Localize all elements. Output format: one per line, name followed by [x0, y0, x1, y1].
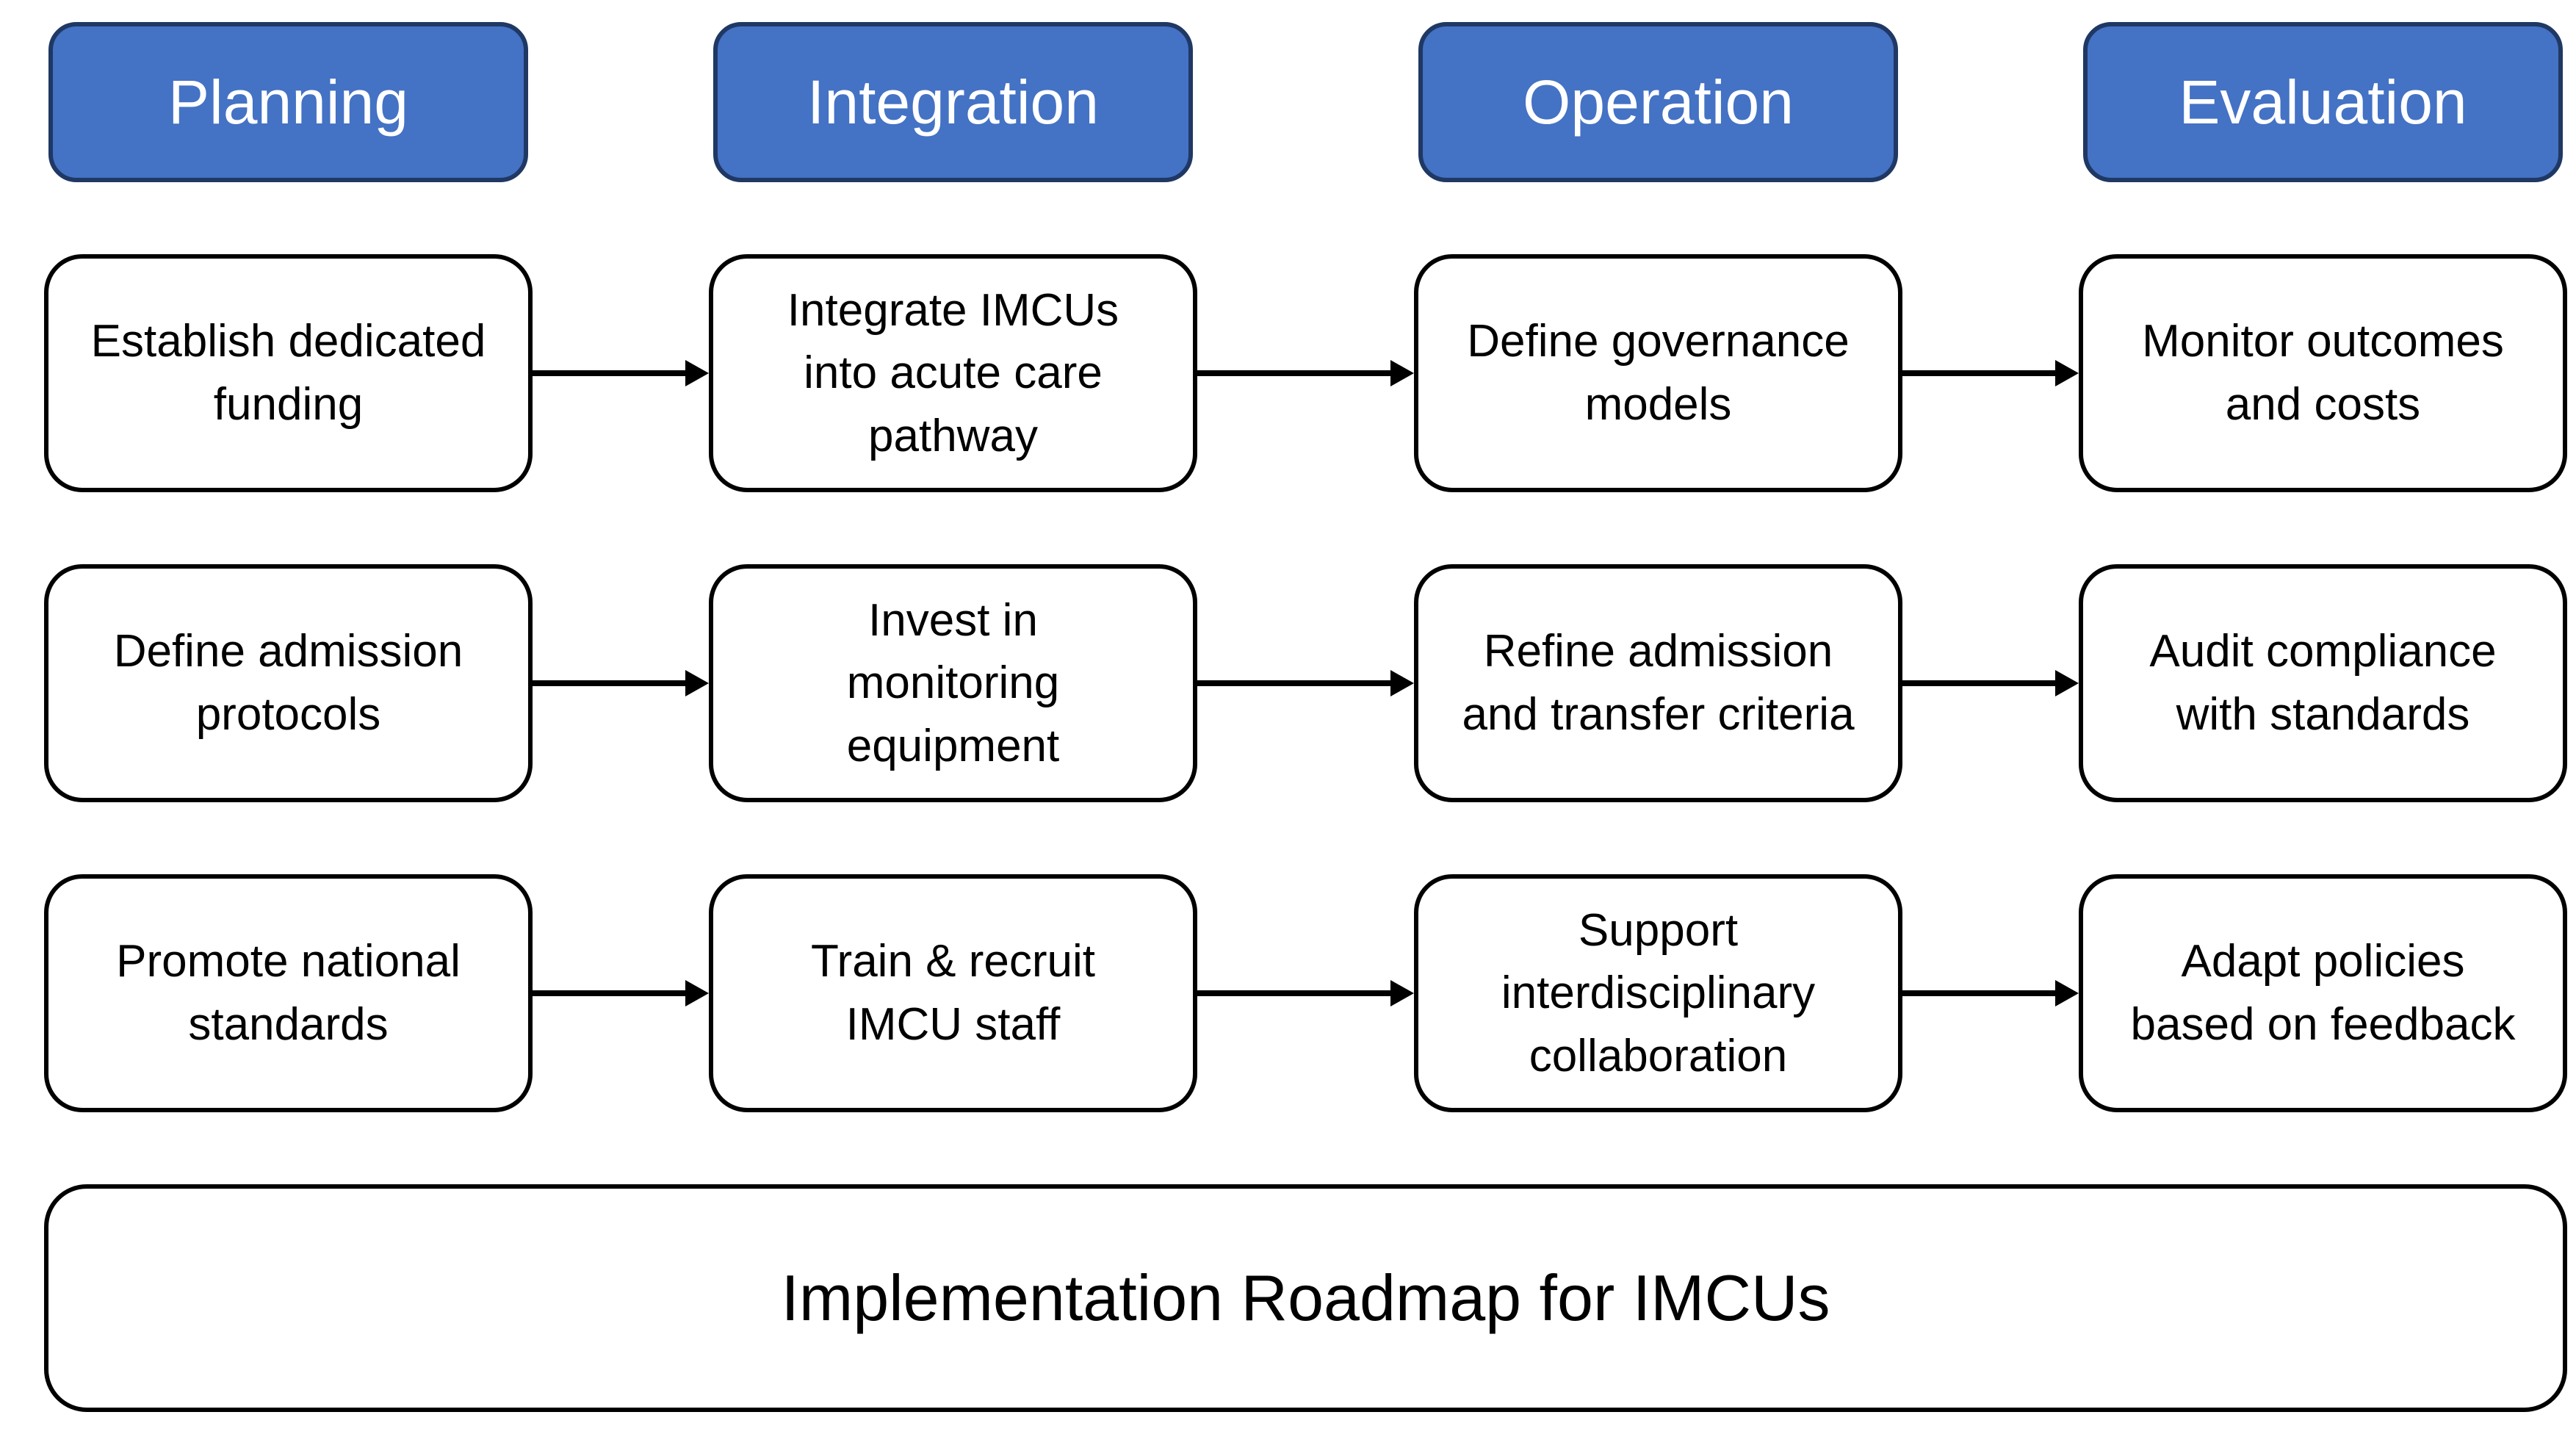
step-box-integration-1: Integrate IMCUs into acute care pathway: [709, 254, 1197, 492]
flow-arrow-icon: [1197, 980, 1414, 1006]
step-label: Integrate IMCUs into acute care pathway: [787, 284, 1119, 461]
flow-arrow-icon: [533, 670, 709, 696]
arrow-shaft: [1902, 370, 2055, 376]
flow-arrow-icon: [1197, 670, 1414, 696]
diagram-title: Implementation Roadmap for IMCUs: [781, 1261, 1830, 1334]
arrow-head: [2055, 360, 2079, 386]
arrow-head: [1390, 670, 1414, 696]
step-label: Train & recruit IMCU staff: [810, 936, 1095, 1050]
arrow-head: [685, 980, 709, 1006]
arrow-shaft: [1197, 990, 1390, 996]
step-box-evaluation-1: Monitor outcomes and costs: [2079, 254, 2567, 492]
step-label: Adapt policies based on feedback: [2130, 936, 2516, 1050]
connector-cell: [1197, 874, 1414, 1112]
step-label: Support interdisciplinary collaboration: [1501, 904, 1816, 1081]
step-label: Monitor outcomes and costs: [2142, 316, 2504, 430]
connector-cell: [533, 874, 709, 1112]
step-label: Invest in monitoring equipment: [846, 594, 1060, 771]
arrow-head: [2055, 980, 2079, 1006]
arrow-head: [1390, 980, 1414, 1006]
arrow-shaft: [1902, 680, 2055, 686]
flow-arrow-icon: [533, 980, 709, 1006]
step-box-operation-3: Support interdisciplinary collaboration: [1414, 874, 1902, 1112]
flow-arrow-icon: [1902, 670, 2079, 696]
step-box-operation-1: Define governance models: [1414, 254, 1902, 492]
stage-header-operation: Operation: [1418, 22, 1898, 182]
step-label: Promote national standards: [116, 936, 461, 1050]
stage-header-evaluation: Evaluation: [2083, 22, 2563, 182]
roadmap-grid: Planning Integration Operation Evaluatio…: [44, 22, 2567, 1112]
step-box-planning-3: Promote national standards: [44, 874, 533, 1112]
step-box-planning-2: Define admission protocols: [44, 564, 533, 802]
stage-header-planning: Planning: [48, 22, 528, 182]
connector-cell: [1902, 564, 2079, 802]
step-label: Refine admission and transfer criteria: [1462, 626, 1855, 740]
header-gap: [533, 22, 709, 182]
flow-arrow-icon: [1197, 360, 1414, 386]
step-label: Establish dedicated funding: [90, 316, 486, 430]
connector-cell: [533, 254, 709, 492]
step-box-planning-1: Establish dedicated funding: [44, 254, 533, 492]
connector-cell: [533, 564, 709, 802]
arrow-shaft: [1902, 990, 2055, 996]
arrow-head: [2055, 670, 2079, 696]
flow-arrow-icon: [533, 360, 709, 386]
arrow-shaft: [533, 990, 685, 996]
step-box-evaluation-3: Adapt policies based on feedback: [2079, 874, 2567, 1112]
stage-header-integration: Integration: [713, 22, 1193, 182]
connector-cell: [1902, 254, 2079, 492]
step-label: Define admission protocols: [113, 626, 463, 740]
arrow-shaft: [1197, 680, 1390, 686]
connector-cell: [1902, 874, 2079, 1112]
step-box-integration-2: Invest in monitoring equipment: [709, 564, 1197, 802]
arrow-shaft: [533, 370, 685, 376]
header-gap: [1197, 22, 1414, 182]
arrow-head: [1390, 360, 1414, 386]
step-box-integration-3: Train & recruit IMCU staff: [709, 874, 1197, 1112]
header-gap: [1902, 22, 2079, 182]
arrow-head: [685, 670, 709, 696]
step-label: Audit compliance with standards: [2149, 626, 2497, 740]
arrow-shaft: [533, 680, 685, 686]
flow-arrow-icon: [1902, 980, 2079, 1006]
connector-cell: [1197, 564, 1414, 802]
arrow-shaft: [1197, 370, 1390, 376]
diagram-title-box: Implementation Roadmap for IMCUs: [44, 1184, 2567, 1412]
flow-arrow-icon: [1902, 360, 2079, 386]
step-box-evaluation-2: Audit compliance with standards: [2079, 564, 2567, 802]
step-label: Define governance models: [1467, 316, 1850, 430]
connector-cell: [1197, 254, 1414, 492]
arrow-head: [685, 360, 709, 386]
step-box-operation-2: Refine admission and transfer criteria: [1414, 564, 1902, 802]
